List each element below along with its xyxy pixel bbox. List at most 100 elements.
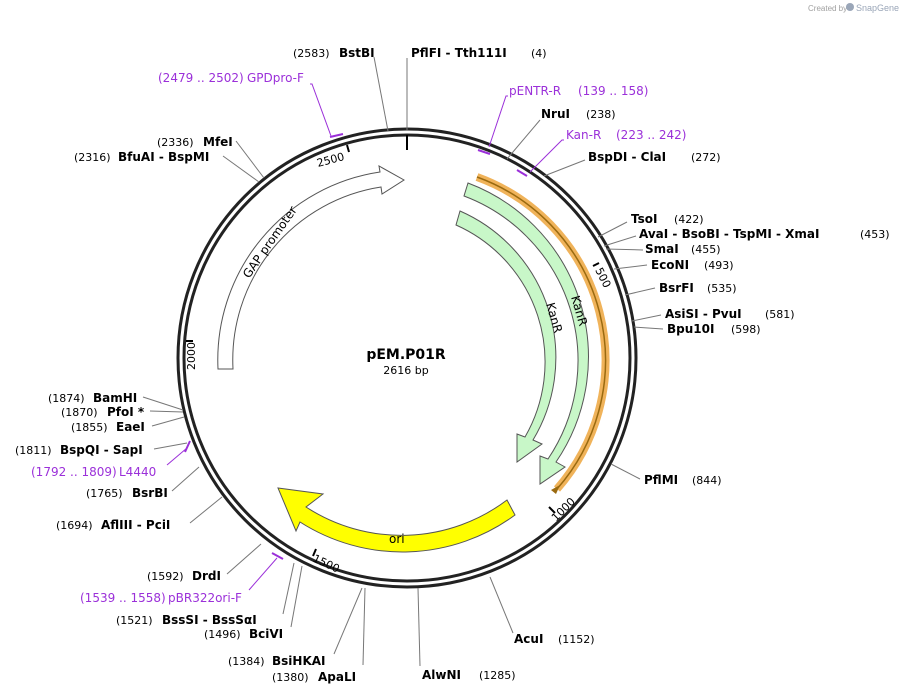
svg-text:EaeI: EaeI <box>116 420 145 434</box>
feature-gap-promoter[interactable] <box>217 165 405 370</box>
plasmid-name: pEM.P01R <box>366 347 446 363</box>
primer-l4440[interactable]: (1792 .. 1809) L4440 <box>31 465 156 479</box>
svg-text:SmaI: SmaI <box>645 242 679 256</box>
svg-text:TsoI: TsoI <box>631 212 657 226</box>
enzyme-pflmi[interactable]: PflMI (844) <box>644 473 722 487</box>
snapgene-logo-icon <box>846 3 854 11</box>
svg-text:DrdI: DrdI <box>192 569 221 583</box>
enzyme-bamhi[interactable]: (1874) BamHI <box>48 391 137 405</box>
svg-text:BstBI: BstBI <box>339 46 375 60</box>
svg-text:2000: 2000 <box>185 342 198 370</box>
svg-text:(422): (422) <box>674 213 704 226</box>
svg-text:Kan-R: Kan-R <box>566 128 601 142</box>
enzyme-bsrbi[interactable]: (1765) BsrBI <box>86 486 168 500</box>
svg-text:(139 .. 158): (139 .. 158) <box>578 84 648 98</box>
svg-text:(1874): (1874) <box>48 392 85 405</box>
primer-kan-r[interactable]: Kan-R (223 .. 242) <box>566 128 686 142</box>
primer-gpdpro-f[interactable]: (2479 .. 2502) GPDpro-F <box>158 71 304 85</box>
svg-text:(1380): (1380) <box>272 671 309 684</box>
primer-gpdpro-f-mark <box>329 133 344 138</box>
feature-ori-label: ori <box>389 532 405 546</box>
svg-text:PfoI *: PfoI * <box>107 405 145 419</box>
svg-text:(4): (4) <box>531 47 547 60</box>
svg-text:L4440: L4440 <box>119 465 156 479</box>
enzyme-bcivi[interactable]: (1496) BciVI <box>204 627 283 641</box>
primer-pbr322ori-f-mark <box>271 552 284 560</box>
svg-text:(598): (598) <box>731 323 761 336</box>
primer-pentr-r[interactable]: pENTR-R (139 .. 158) <box>509 84 648 98</box>
svg-text:(2316): (2316) <box>74 151 111 164</box>
credit-text: Created by <box>808 4 847 13</box>
svg-text:(2583): (2583) <box>293 47 330 60</box>
svg-text:pENTR-R: pENTR-R <box>509 84 561 98</box>
svg-text:(1765): (1765) <box>86 487 123 500</box>
enzyme-apali[interactable]: (1380) ApaLI <box>272 670 356 684</box>
svg-text:AcuI: AcuI <box>514 632 543 646</box>
kanr-highlight-arrow-icon <box>551 485 560 494</box>
enzyme-pflfi-tth111i[interactable]: PflFI - Tth111I (4) <box>411 46 547 60</box>
svg-text:BsiHKAI: BsiHKAI <box>272 654 326 668</box>
tick-1000: 1000 <box>548 495 578 524</box>
enzyme-acui[interactable]: AcuI (1152) <box>514 632 595 646</box>
svg-text:AvaI - BsoBI - TspMI - X: AvaI - BsoBI - TspMI - XmaI <box>639 227 819 241</box>
enzyme-nrui[interactable]: NruI (238) <box>541 107 616 121</box>
primer-pentr-r-mark <box>477 149 491 155</box>
enzyme-econi[interactable]: EcoNI (493) <box>651 258 734 272</box>
enzyme-drdi[interactable]: (1592) DrdI <box>147 569 221 583</box>
enzyme-bsihkai[interactable]: (1384) BsiHKAI <box>228 654 326 668</box>
enzyme-eaei[interactable]: (1855) EaeI <box>71 420 145 434</box>
enzyme-pfoi[interactable]: (1870) PfoI * <box>61 405 145 419</box>
svg-text:AflIII - PciI: AflIII - PciI <box>101 518 170 532</box>
enzyme-bfuai-bspmi[interactable]: (2316) BfuAI - BspMI <box>74 150 209 164</box>
svg-text:BsrFI: BsrFI <box>659 281 694 295</box>
enzyme-bspdi-clai[interactable]: BspDI - ClaI (272) <box>588 150 721 164</box>
svg-text:(493): (493) <box>704 259 734 272</box>
svg-text:BsrBI: BsrBI <box>132 486 168 500</box>
svg-text:GPDpro-F: GPDpro-F <box>247 71 304 85</box>
svg-text:BssSI - BssSαI: BssSI - BssSαI <box>162 613 257 627</box>
svg-text:(2336): (2336) <box>157 136 194 149</box>
svg-text:(2479 .. 2502): (2479 .. 2502) <box>158 71 244 85</box>
enzyme-alwni[interactable]: AlwNI (1285) <box>422 668 516 682</box>
svg-text:(1811): (1811) <box>15 444 52 457</box>
svg-text:BspQI - SapI: BspQI - SapI <box>60 443 143 457</box>
svg-text:(1285): (1285) <box>479 669 516 682</box>
svg-text:(1521): (1521) <box>116 614 153 627</box>
svg-text:BamHI: BamHI <box>93 391 137 405</box>
enzyme-bstbi[interactable]: (2583) BstBI <box>293 46 375 60</box>
svg-text:(1592): (1592) <box>147 570 184 583</box>
enzyme-bsssi-bsssai[interactable]: (1521) BssSI - BssSαI <box>116 613 257 627</box>
enzyme-avai-group[interactable]: AvaI - BsoBI - TspMI - XmaI (453) <box>639 227 890 241</box>
primer-kan-r-mark <box>516 169 528 177</box>
svg-text:(1694): (1694) <box>56 519 93 532</box>
enzyme-afliii-pcii[interactable]: (1694) AflIII - PciI <box>56 518 170 532</box>
credit-brand: SnapGene <box>856 3 899 13</box>
enzyme-mfei[interactable]: (2336) MfeI <box>157 135 233 149</box>
svg-text:EcoNI: EcoNI <box>651 258 689 272</box>
svg-text:BfuAI - BspMI: BfuAI - BspMI <box>118 150 209 164</box>
enzyme-smai[interactable]: SmaI (455) <box>645 242 721 256</box>
feature-ori[interactable] <box>277 487 516 553</box>
svg-text:(1496): (1496) <box>204 628 241 641</box>
svg-text:MfeI: MfeI <box>203 135 233 149</box>
enzyme-bspqi-sapi[interactable]: (1811) BspQI - SapI <box>15 443 143 457</box>
svg-text:BciVI: BciVI <box>249 627 283 641</box>
primer-pbr322ori-f[interactable]: (1539 .. 1558) pBR322ori-F <box>80 591 242 605</box>
feature-gap-promoter-label: GAP promoter <box>240 204 300 281</box>
svg-text:(1792 .. 1809): (1792 .. 1809) <box>31 465 117 479</box>
enzyme-bsrfi[interactable]: BsrFI (535) <box>659 281 737 295</box>
svg-text:(455): (455) <box>691 243 721 256</box>
feature-kanr-outer[interactable] <box>463 182 589 485</box>
kanr-highlight-line <box>476 176 607 490</box>
enzyme-asisi-pvui[interactable]: AsiSI - PvuI (581) <box>665 307 795 321</box>
svg-text:(453): (453) <box>860 228 890 241</box>
enzyme-tsoi[interactable]: TsoI (422) <box>631 212 704 226</box>
feature-kanr-inner[interactable] <box>455 210 557 463</box>
plasmid-length: 2616 bp <box>383 364 428 377</box>
svg-text:BspDI - ClaI: BspDI - ClaI <box>588 150 666 164</box>
leader-lines <box>142 56 664 667</box>
enzyme-bpu10i[interactable]: Bpu10I (598) <box>667 322 761 336</box>
svg-text:PflMI: PflMI <box>644 473 678 487</box>
svg-text:(1152): (1152) <box>558 633 595 646</box>
